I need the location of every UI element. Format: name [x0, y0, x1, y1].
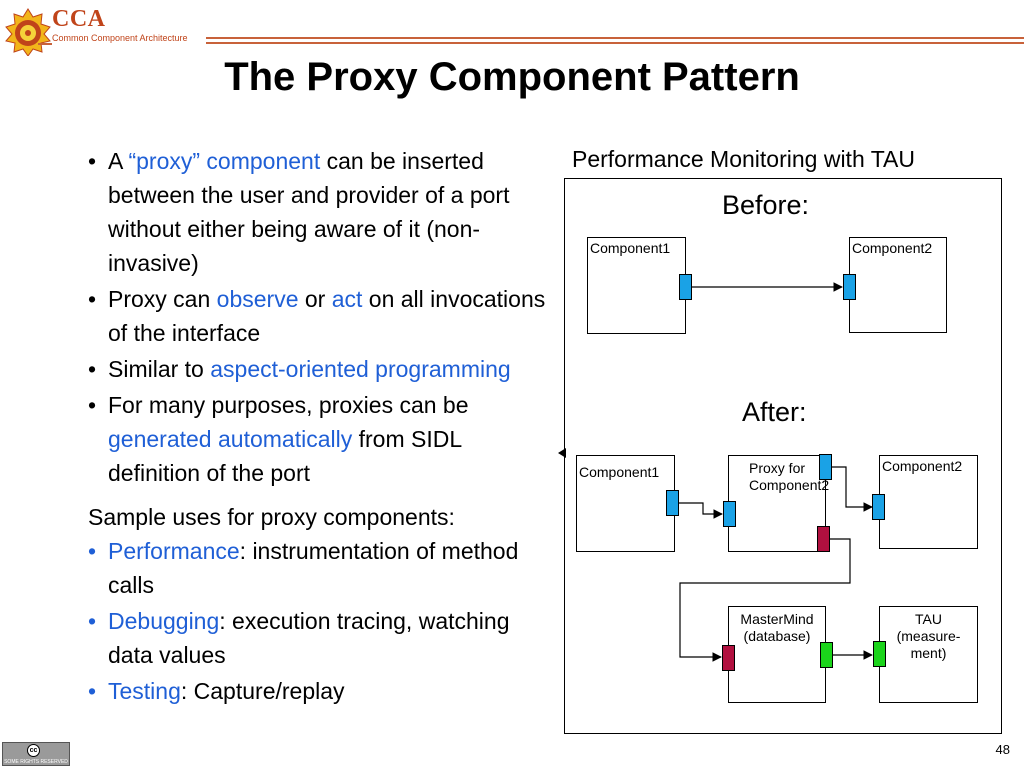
bullet-text: Similar to aspect-oriented programming [108, 356, 511, 382]
provides-port-icon [843, 274, 856, 300]
sample-item-performance: •Performance: instrumentation of method … [88, 538, 519, 598]
monitor-port-icon [722, 645, 735, 671]
sample-term: Testing [108, 678, 181, 704]
bullet-segment: Proxy can [108, 286, 217, 312]
tau-component: TAU (measure-ment) [879, 606, 978, 703]
diagram-title: Performance Monitoring with TAU [572, 146, 916, 172]
bullet-list: •A “proxy” component can be inserted bet… [88, 144, 548, 710]
bullet-item: •For many purposes, proxies can be gener… [88, 392, 469, 486]
bullet-segment: can be inserted between the user and pro… [108, 148, 510, 276]
before-component1: Component1 [587, 237, 686, 334]
header-rule-bottom [206, 42, 1024, 44]
sample-heading: Sample uses for proxy components: [88, 504, 455, 530]
bullet-text: For many purposes, proxies can be genera… [108, 392, 469, 486]
after-label: After: [742, 397, 807, 427]
bullet-text: Proxy can observe or act on all invocati… [108, 286, 545, 346]
highlight-text: observe [216, 286, 299, 312]
sample-desc: : instrumentation of method calls [108, 538, 519, 598]
license-text: SOME RIGHTS RESERVED [4, 759, 68, 765]
bullet-segment: Similar to [108, 356, 211, 382]
mastermind-component: MasterMind (database) [728, 606, 826, 703]
highlight-text: “proxy” component [128, 148, 321, 174]
component-label: MasterMind (database) [740, 611, 814, 644]
logo-name: CCA [52, 6, 106, 32]
bullet-segment: from SIDL definition of the port [108, 426, 462, 486]
header-rule-top [206, 37, 1024, 39]
uses-port-icon [679, 274, 692, 300]
proxy-component: Proxy for Component2 [728, 455, 830, 552]
bullet-segment: For many purposes, proxies can be [108, 392, 469, 418]
sample-term: Debugging [108, 608, 220, 634]
measure-port-icon [820, 642, 833, 668]
component-label: Proxy for Component2 [749, 460, 830, 493]
bullet-segment: or [298, 286, 332, 312]
header-rule-left [38, 43, 52, 45]
sample-item-testing: •Testing: Capture/replay [88, 678, 345, 704]
component-label: Component1 [579, 464, 660, 480]
logo-subtitle: Common Component Architecture [52, 33, 188, 43]
provides-port-icon [723, 501, 736, 527]
bullet-segment: A [108, 148, 129, 174]
measure-port-icon [873, 641, 886, 667]
highlight-text: aspect-oriented programming [210, 356, 511, 382]
monitor-port-icon [817, 526, 830, 552]
sample-desc: : Capture/replay [180, 678, 345, 704]
bullet-item: •Proxy can observe or act on all invocat… [88, 286, 546, 346]
component-label: Component1 [590, 240, 671, 256]
sample-term: Performance [108, 538, 240, 564]
cca-logo-icon [5, 8, 51, 56]
provides-port-icon [872, 494, 885, 520]
uses-port-icon [666, 490, 679, 516]
page-number: 48 [995, 742, 1010, 757]
component-label: TAU (measure-ment) [896, 611, 961, 661]
component-label: Component2 [882, 458, 963, 474]
bullet-segment: on all invocations of the interface [108, 286, 546, 346]
after-component2: Component2 [879, 455, 978, 549]
uses-port-icon [819, 454, 832, 480]
before-component2: Component2 [849, 237, 947, 333]
bullet-text: A “proxy” component can be inserted betw… [108, 148, 509, 276]
bullet-item: •A “proxy” component can be inserted bet… [88, 148, 510, 276]
sample-item-debugging: •Debugging: execution tracing, watching … [88, 608, 510, 668]
highlight-text: act [331, 286, 363, 312]
component-label: Component2 [852, 240, 933, 256]
before-label: Before: [722, 190, 810, 220]
slide-title: The Proxy Component Pattern [224, 55, 800, 99]
cc-icon: cc [27, 744, 40, 757]
bullet-item: •Similar to aspect-oriented programming [88, 356, 511, 382]
sample-desc: : execution tracing, watching data value… [108, 608, 510, 668]
highlight-text: generated automatically [108, 426, 353, 452]
after-component1: Component1 [576, 455, 675, 552]
